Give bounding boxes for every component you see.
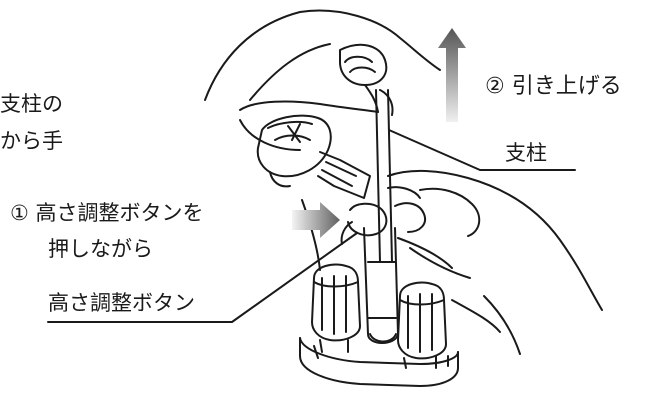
up-arrow-icon bbox=[438, 28, 466, 122]
post bbox=[363, 89, 399, 344]
left-knob bbox=[311, 263, 361, 353]
right-knob bbox=[397, 281, 447, 369]
post-hand-label: から手 bbox=[0, 129, 63, 153]
step2-label: ② 引き上げる bbox=[485, 74, 622, 99]
post-label: 支柱 bbox=[505, 141, 547, 165]
button-leader-line bbox=[47, 232, 358, 323]
upper-hand bbox=[204, 9, 441, 151]
height-button-label: 高さ調整ボタン bbox=[48, 291, 195, 315]
step1-line1-label: ① 高さ調整ボタンを bbox=[10, 201, 204, 225]
step1-line2-label: 押しながら bbox=[48, 237, 153, 261]
right-arrow-icon bbox=[292, 202, 340, 238]
post-leader-line bbox=[388, 129, 576, 171]
post-top-label: 支柱の bbox=[0, 92, 63, 116]
faucet-base bbox=[299, 295, 521, 387]
lower-hand bbox=[301, 169, 603, 311]
shower-head bbox=[256, 114, 371, 199]
